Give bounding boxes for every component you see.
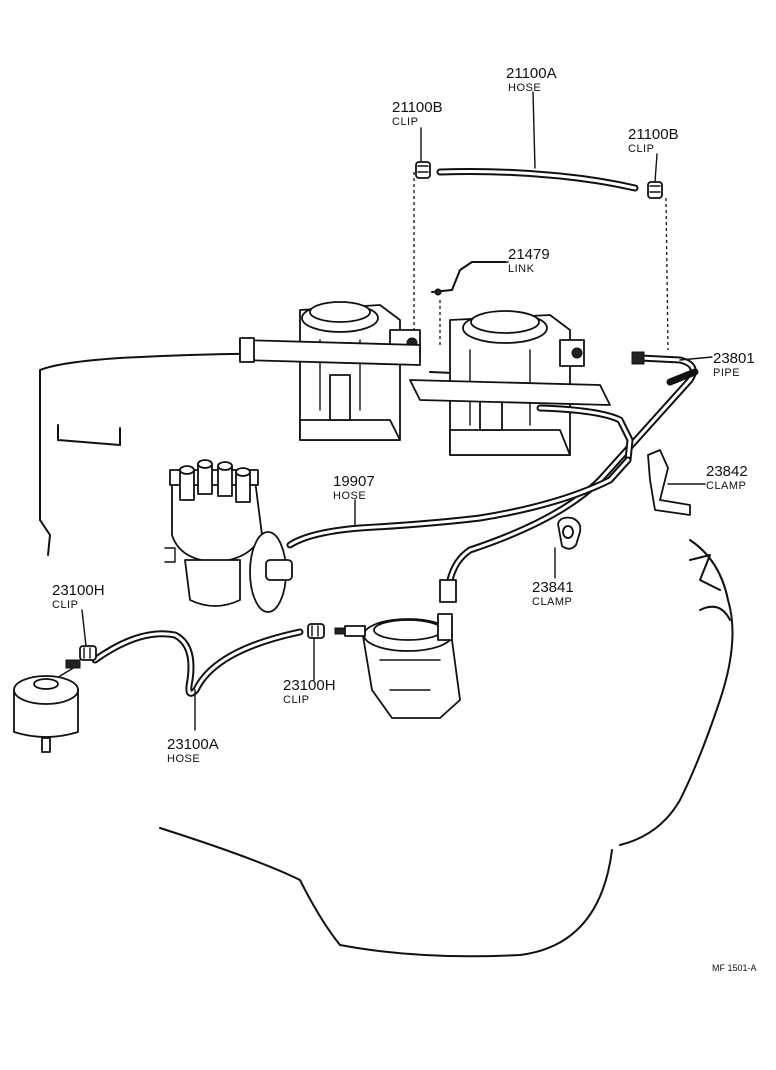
label-23801-name: PIPE [713, 367, 740, 379]
label-23841-number: 23841 [532, 579, 574, 596]
pipe-23801 [439, 351, 699, 603]
hose-23100A [91, 628, 304, 697]
fuel-filter-canister [13, 659, 81, 753]
clip-21100B-left [415, 161, 431, 179]
label-23100H-left-name: CLIP [52, 599, 78, 611]
label-21100A-name: HOSE [508, 82, 541, 94]
label-23100H-mid-number: 23100H [283, 677, 336, 694]
label-23842-number: 23842 [706, 463, 748, 480]
label-21100B-right-number: 21100B [628, 126, 679, 143]
label-23841-name: CLAMP [532, 596, 572, 608]
dash-line-right-clip [665, 197, 669, 351]
label-23100H-mid-name: CLIP [283, 694, 309, 706]
label-21100B-left-name: CLIP [392, 116, 418, 128]
figure-code: MF 1501-A [712, 963, 757, 973]
label-23100A-name: HOSE [167, 753, 200, 765]
clamp-23842 [647, 449, 691, 516]
vacuum-unit [334, 613, 461, 719]
label-23842-name: CLAMP [706, 480, 746, 492]
label-21100B-right-name: CLIP [628, 143, 654, 155]
label-23100A-number: 23100A [167, 736, 219, 753]
label-23801-number: 23801 [713, 350, 755, 367]
label-23100H-left-number: 23100H [52, 582, 105, 599]
label-19907-name: HOSE [333, 490, 366, 502]
hose-19907 [286, 456, 632, 549]
vacuum-line-carb [536, 404, 634, 464]
label-21479-number: 21479 [508, 246, 550, 263]
leader-lines [81, 91, 713, 731]
intake-manifold [239, 337, 611, 406]
distributor [164, 459, 293, 613]
label-21479-name: LINK [508, 263, 535, 275]
label-21100B-left-number: 21100B [392, 99, 443, 116]
clamp-23841 [557, 516, 582, 550]
link-21479 [431, 261, 506, 296]
hose-21100A [436, 168, 639, 192]
label-19907-number: 19907 [333, 473, 375, 490]
carburetor-left [299, 301, 421, 441]
label-21100A-number: 21100A [506, 65, 557, 82]
clip-23100H-left [79, 645, 97, 661]
clip-23100H-mid [307, 623, 325, 639]
clip-21100B-right [647, 181, 663, 199]
